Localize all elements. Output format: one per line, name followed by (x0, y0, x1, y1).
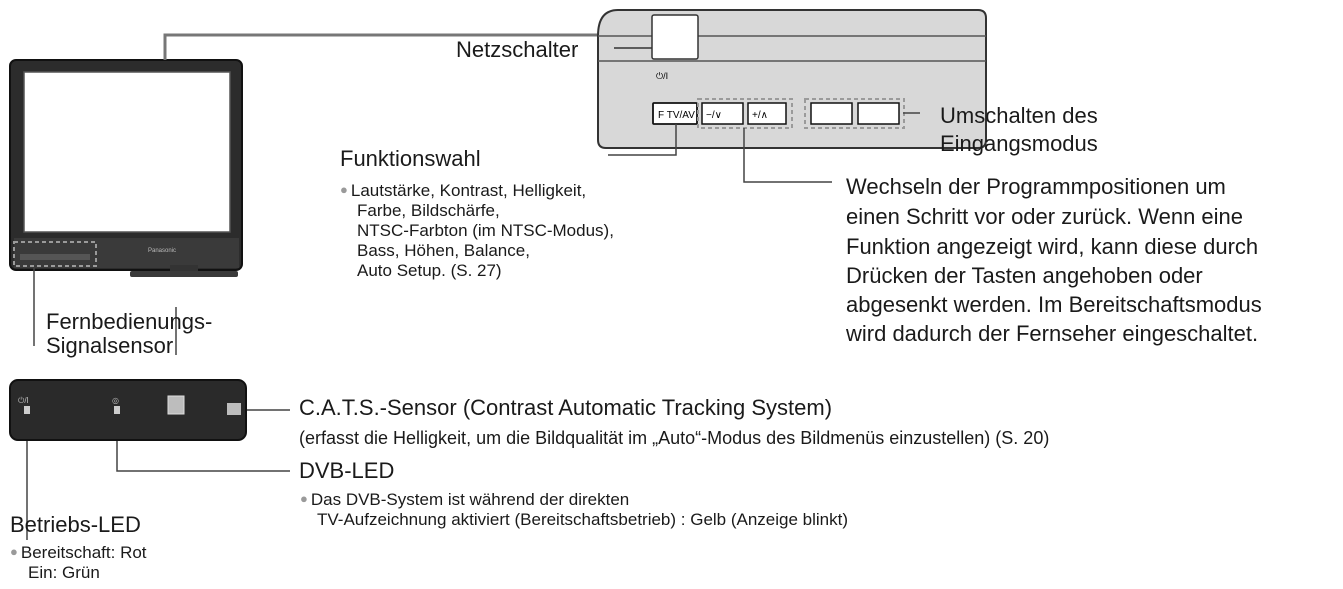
wechseln-line-1: Wechseln der Programmpositionen um (846, 174, 1226, 199)
fernbedienung-label-line2: Signalsensor (46, 333, 174, 358)
connector-line-side-panel (163, 33, 608, 60)
betriebs-led-line-1: Bereitschaft: Rot (10, 543, 147, 562)
program-up-button (747, 102, 787, 125)
panel-dvb-led-symbol: ◎ (112, 396, 119, 405)
wechseln-line-2: einen Schritt vor oder zurück. Wenn eine (846, 204, 1244, 229)
dvb-led-line-2: TV-Aufzeichnung aktiviert (Bereitschafts… (317, 510, 849, 529)
remote-signal-sensor (167, 395, 185, 415)
umschalten-label-line1: Umschalten des (940, 103, 1098, 128)
tv-brand-logo: Panasonic (148, 248, 176, 254)
funktionswahl-item-3: NTSC-Farbton (im NTSC-Modus), (357, 221, 614, 240)
wechseln-line-5: abgesenkt werden. Im Bereitschaftsmodus (846, 292, 1262, 317)
cats-sensor-description: (erfasst die Helligkeit, um die Bildqual… (299, 428, 1050, 448)
dvb-led-line-1: Das DVB-System ist während der direkten (300, 490, 629, 509)
wechseln-line-3: Funktion angezeigt wird, kann diese durc… (846, 234, 1259, 259)
program-down-label: −/∨ (706, 110, 722, 121)
betriebs-led-line-2: Ein: Grün (28, 563, 100, 582)
front-sensor-panel: ⏻/I ◎ (9, 379, 247, 441)
program-down-button (701, 102, 744, 125)
funktionswahl-item-1: Lautstärke, Kontrast, Helligkeit, (340, 181, 586, 200)
umschalten-label-line2: Eingangsmodus (940, 131, 1098, 156)
cats-sensor-title: C.A.T.S.-Sensor (Contrast Automatic Trac… (299, 395, 833, 420)
power-switch-symbol: ⏻/I (656, 71, 668, 81)
betriebs-led-title: Betriebs-LED (10, 512, 141, 537)
input-mode-button-2 (857, 102, 900, 125)
dvb-led-title: DVB-LED (299, 458, 395, 483)
program-up-label: +/∧ (752, 110, 768, 121)
fernbedienung-label-line1: Fernbedienungs- (46, 309, 213, 334)
netzschalter-label: Netzschalter (456, 37, 579, 62)
power-switch-button (651, 14, 699, 60)
funktionswahl-item-5: Auto Setup. (S. 27) (357, 261, 502, 280)
function-button-label: F TV/AV (658, 110, 695, 121)
funktionswahl-item-4: Bass, Höhen, Balance, (357, 241, 530, 260)
tv-front-panel-highlight (13, 241, 97, 267)
cats-sensor (227, 403, 241, 415)
input-mode-button-1 (810, 102, 853, 125)
funktionswahl-item-2: Farbe, Bildschärfe, (357, 201, 500, 220)
dvb-led (114, 406, 120, 414)
side-control-panel: ⏻/I F TV/AV −/∨ +/∧ (597, 9, 987, 149)
power-led (24, 406, 30, 414)
wechseln-line-6: wird dadurch der Fernseher eingeschaltet… (846, 321, 1259, 346)
panel-power-led-symbol: ⏻/I (18, 396, 29, 405)
funktionswahl-title: Funktionswahl (340, 146, 481, 171)
wechseln-line-4: Drücken der Tasten angehoben oder (846, 263, 1203, 288)
tv-illustration: Panasonic (9, 59, 243, 277)
